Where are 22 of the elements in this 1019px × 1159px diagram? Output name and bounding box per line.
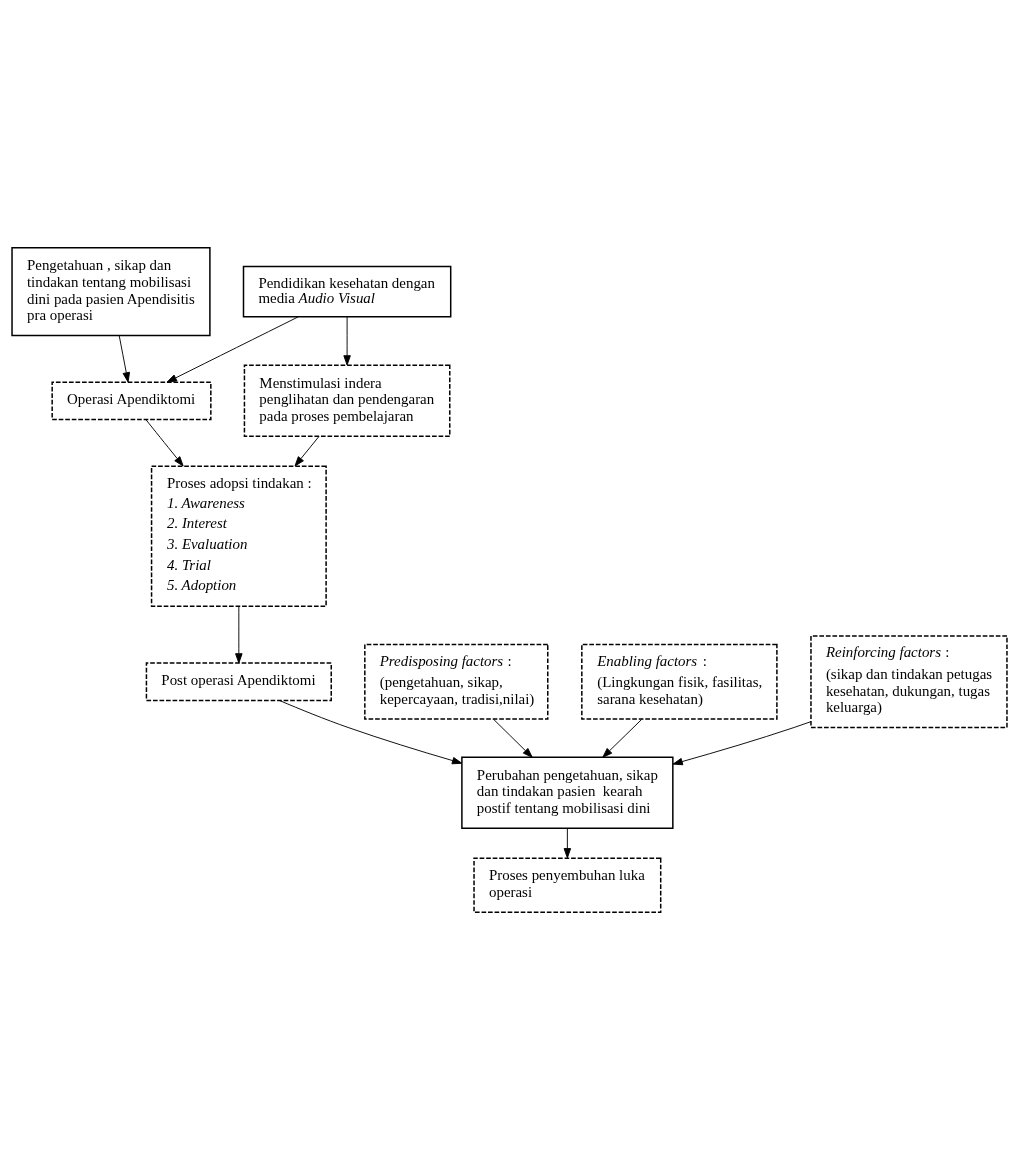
arrow (493, 718, 533, 758)
arrow (145, 418, 184, 466)
node-box: Operasi Apendiktomi (51, 380, 212, 420)
node-box: Proses penyembuhan luka operasi (473, 856, 662, 913)
node-box: Post operasi Apendiktomi (145, 661, 332, 701)
arrow (343, 315, 351, 365)
arrow (235, 605, 243, 663)
arrow (563, 827, 572, 858)
node-box: Proses adopsi tindakan : 1. Awareness 2. Interest 3. Evaluation 4. Trial 5. Adoption (150, 464, 327, 607)
arrow (118, 334, 130, 382)
node-box: Reinforcing factors : (sikap dan tindakan petugas kesehatan, dukungan, tugas keluarga) (810, 634, 1008, 728)
node-box: Perubahan pengetahuan, sikap dan tindakan pasien kearah postif tentang mobilisasi dini (461, 756, 674, 829)
node-box: Enabling factors : (Lingkungan fisik, fasilitas, sarana kesehatan) (581, 643, 778, 720)
arrow (672, 720, 812, 765)
node-box: Menstimulasi indera penglihatan dan pendengaran pada proses pembelajaran (243, 364, 451, 437)
arrow (278, 699, 463, 764)
arrow (602, 718, 643, 758)
arrow (294, 435, 320, 466)
node-box: Pendidikan kesehatan dengan media Audio Visual (242, 265, 452, 318)
node-box: Pengetahuan , sikap dan tindakan tentang mobilisasi dini pada pasien Apendisitis pra operasi (11, 246, 211, 336)
node-box: Predisposing factors : (pengetahuan, sikap, kepercayaan, tradisi,nilai) (364, 643, 549, 720)
arrow (166, 315, 299, 383)
